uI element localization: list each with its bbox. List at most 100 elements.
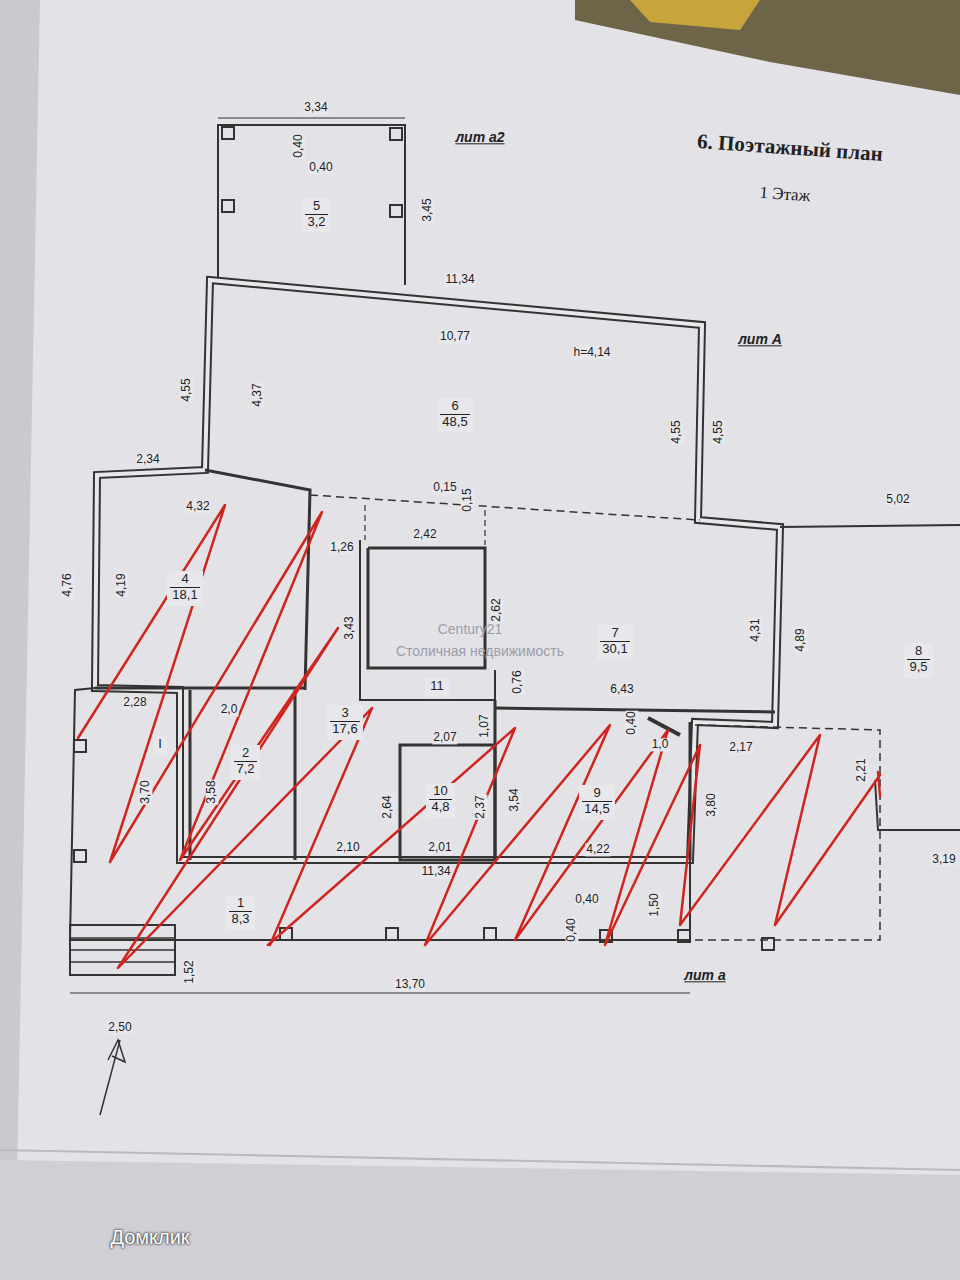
dimension: 1,52 [183, 959, 196, 984]
room-number: 5 [305, 199, 328, 215]
dimension: 3,34 [303, 101, 328, 114]
dimension: 3,19 [931, 853, 956, 866]
room-number: 3 [330, 706, 360, 722]
room-number: 10 [429, 784, 452, 800]
room-number: 9 [582, 786, 612, 802]
dimension: 0,40 [565, 917, 578, 942]
dimension: 1,0 [651, 738, 670, 751]
room-number: 11 [428, 679, 446, 694]
watermark: Century21 [437, 622, 504, 637]
dimension: 3,45 [421, 197, 434, 222]
room-area: 48,5 [440, 415, 470, 430]
dimension: 2,42 [412, 528, 437, 541]
room-label: 914,5 [579, 785, 615, 820]
room-number: I [156, 737, 164, 752]
dimension: 2,07 [432, 731, 457, 744]
dimension: 4,55 [712, 419, 725, 444]
building-letter: лит а [683, 968, 726, 983]
dimension: 10,77 [439, 330, 471, 343]
room-area: 30,1 [600, 642, 630, 657]
room-label: 730,1 [597, 625, 633, 660]
dimension: 0,76 [511, 669, 524, 694]
dimension: 11,34 [444, 273, 475, 286]
dimension: 2,21 [855, 757, 868, 782]
dimension: 2,01 [427, 841, 452, 854]
dimension: 4,19 [115, 572, 128, 597]
room-area: 17,6 [330, 722, 360, 737]
dimension: 13,70 [394, 978, 426, 991]
dimension: 4,76 [61, 572, 74, 597]
lower-page [0, 1160, 960, 1280]
dimension: 4,32 [185, 500, 210, 513]
dimension: h=4,14 [572, 346, 611, 359]
room-label: 53,2 [302, 198, 331, 233]
room-number: 2 [234, 746, 257, 762]
fabric [575, 0, 960, 95]
dimension: 11,34 [420, 865, 451, 878]
room-number: 4 [170, 572, 200, 588]
dimension: 0,15 [432, 481, 457, 494]
dimension: 2,10 [335, 841, 360, 854]
room-label: 418,1 [167, 571, 203, 606]
dimension: 2,64 [381, 794, 394, 819]
dimension: 3,54 [508, 787, 521, 812]
dimension: 3,43 [343, 615, 356, 640]
dimension: 1,07 [478, 713, 491, 738]
dimension: 3,70 [139, 779, 152, 804]
dimension: 0,40 [292, 133, 305, 158]
room-label: I [153, 736, 167, 755]
dimension: 4,37 [251, 382, 264, 407]
plan-title: 6. Поэтажный план [696, 129, 883, 167]
columns [74, 127, 774, 950]
fabric-pattern [630, 0, 760, 30]
floor-label: 1 Этаж [758, 184, 812, 206]
room-label: 18,3 [226, 895, 255, 930]
building-letter: лит а2 [454, 130, 505, 145]
dimension: 0,15 [461, 487, 474, 512]
dimension: 0,40 [308, 161, 333, 174]
room-number: 1 [229, 896, 252, 912]
dimension: 2,17 [728, 741, 753, 754]
room-area: 8,3 [229, 912, 252, 927]
dimension: 6,43 [609, 683, 634, 696]
dimension: 2,50 [107, 1021, 132, 1034]
dimension: 4,31 [749, 617, 762, 642]
room-number: 7 [600, 626, 630, 642]
logo-watermark: Домклик [109, 1226, 190, 1248]
dimension: 1,50 [648, 892, 661, 917]
watermark: Столичная недвижимость [395, 644, 565, 659]
room-label: 648,5 [437, 398, 473, 433]
room-area: 14,5 [582, 802, 612, 817]
dimension: 0,40 [574, 893, 599, 906]
building-letter: лит А [737, 332, 783, 347]
room-area: 18,1 [170, 588, 200, 603]
dimension: 2,62 [490, 597, 503, 622]
dimension: 5,02 [885, 493, 910, 506]
dimension: 4,55 [670, 419, 683, 444]
dimension: 4,55 [180, 377, 193, 402]
red-scribble [78, 505, 880, 968]
room-label: 27,2 [231, 745, 260, 780]
dimension: 3,58 [205, 779, 218, 804]
dimension: 0,40 [625, 710, 638, 735]
dimension: 2,0 [220, 703, 239, 716]
room-area: 3,2 [305, 215, 328, 230]
walls [70, 118, 960, 1115]
dimension: 4,89 [794, 627, 807, 652]
dimension: 1,26 [329, 541, 354, 554]
dimension: 2,34 [135, 453, 160, 466]
room-area: 4,8 [429, 800, 452, 815]
room-label: 11 [425, 678, 449, 697]
room-label: 104,8 [426, 783, 455, 818]
room-number: 6 [440, 399, 470, 415]
room-area: 9,5 [907, 660, 930, 675]
dimension: 4,22 [585, 843, 610, 856]
dimension: 2,37 [474, 794, 487, 819]
dimension: 3,80 [705, 792, 718, 817]
page-shadow [0, 0, 40, 1280]
room-label: 317,6 [327, 705, 363, 740]
room-area: 7,2 [234, 762, 257, 777]
dimension: 2,28 [122, 696, 147, 709]
